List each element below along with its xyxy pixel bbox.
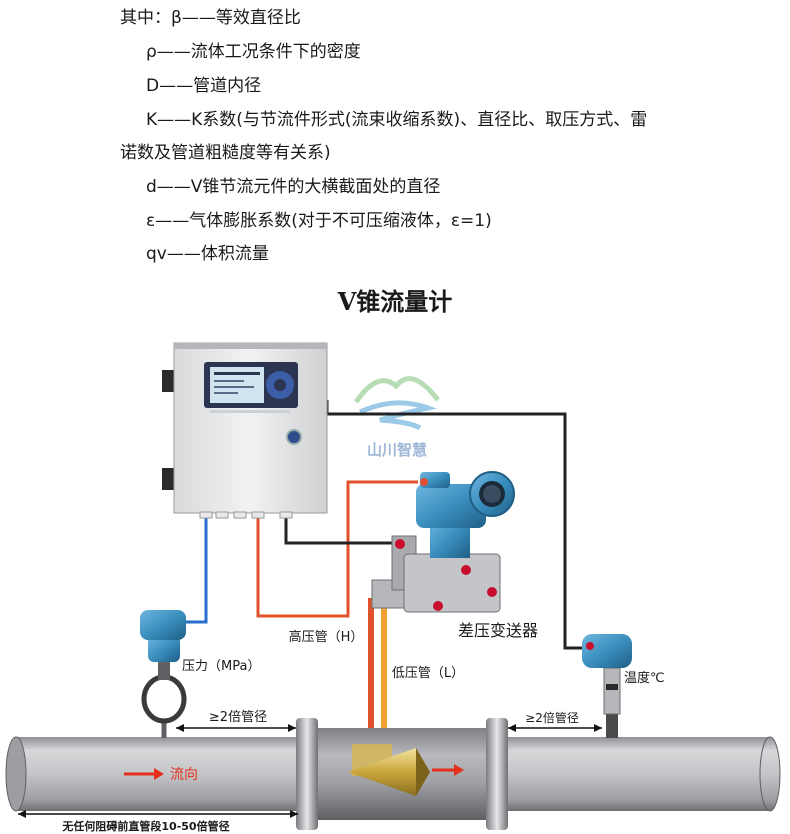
definition-rho: ρ——流体工况条件下的密度 — [146, 42, 361, 62]
definition-d-cone: d——V锥节流元件的大横截面处的直径 — [146, 177, 441, 197]
low-pressure-label: 低压管（L） — [392, 666, 464, 681]
definition-k-cont: 诺数及管道粗糙度等有关系) — [120, 143, 331, 163]
watermark-text: 山川智慧 — [367, 441, 427, 459]
meter-flow-arrow-icon — [432, 764, 464, 776]
upstream-distance-dimension — [176, 724, 296, 732]
downstream-distance-dimension — [508, 724, 602, 732]
flow-arrow-icon — [124, 768, 164, 780]
high-pressure-label: 高压管（H） — [289, 629, 364, 645]
v-cone-element — [348, 744, 430, 796]
signal-wire-pressure — [170, 512, 208, 624]
straight-pipe-dimension — [18, 810, 298, 818]
definition-epsilon: ε——气体膨胀系数(对于不可压缩液体，ε=1) — [146, 211, 492, 231]
high-pressure-line — [256, 480, 418, 736]
definition-qv: qv——体积流量 — [146, 244, 269, 264]
flow-direction-label: 流向 — [170, 767, 198, 783]
diagram-title: V锥流量计 — [337, 287, 453, 316]
temperature-sensor — [582, 634, 632, 738]
differential-pressure-transmitter — [371, 471, 515, 613]
straight-pipe-label: 无任何阻碍前直管段10-50倍管径 — [61, 819, 229, 833]
temperature-label: 温度℃ — [624, 670, 665, 686]
upstream-distance-label: ≥2倍管径 — [209, 710, 267, 725]
control-cabinet — [162, 342, 328, 519]
definition-beta: 其中：β——等效直径比 — [120, 8, 301, 28]
pressure-label: 压力（MPa） — [182, 659, 260, 674]
definition-k: K——K系数(与节流件形式(流束收缩系数)、直径比、取压方式、雷 — [146, 110, 648, 130]
definition-d-pipe: D——管道内径 — [146, 76, 262, 96]
transmitter-label: 差压变送器 — [458, 621, 538, 640]
downstream-distance-label: ≥2倍管径 — [525, 710, 579, 725]
transmitter-wire — [284, 514, 415, 545]
watermark-logo — [353, 376, 440, 431]
pressure-transmitter — [140, 610, 187, 738]
